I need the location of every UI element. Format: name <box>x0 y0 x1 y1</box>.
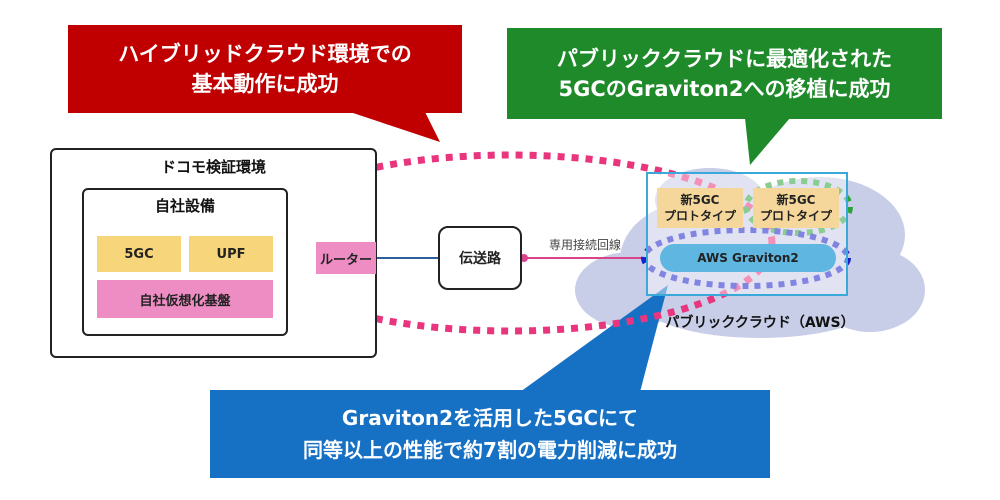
power-reduction-line2: 同等以上の性能で約7割の電力削減に成功 <box>303 438 677 462</box>
hybrid-cloud-dotted-outline <box>244 151 776 335</box>
new-5gc-prototype-1: 新5GC プロトタイプ <box>657 188 743 228</box>
graviton-port-line1: パブリッククラウドに最適化された <box>556 46 893 71</box>
upf-box: UPF <box>189 236 273 272</box>
proto2-line1: 新5GC <box>776 193 816 207</box>
green-callout-pointer <box>745 118 790 165</box>
hybrid-success-callout: ハイブリッドクラウド環境での 基本動作に成功 <box>68 25 462 113</box>
proto2-line2: プロトタイプ <box>759 209 832 223</box>
graviton-port-dotted-outline <box>743 178 853 236</box>
new-5gc-prototype-2: 新5GC プロトタイプ <box>753 188 839 228</box>
hybrid-success-line2: 基本動作に成功 <box>191 72 339 96</box>
transport-box: 伝送路 <box>438 226 522 290</box>
graviton-port-callout: パブリッククラウドに最適化された 5GCのGraviton2への移植に成功 <box>507 28 942 119</box>
fivegc-box: 5GC <box>97 236 181 272</box>
blue-callout-pointer <box>520 285 668 392</box>
proto1-line1: 新5GC <box>680 193 720 207</box>
power-reduction-callout: Graviton2を活用した5GCにて 同等以上の性能で約7割の電力削減に成功 <box>210 390 770 478</box>
red-callout-pointer <box>350 112 440 142</box>
aws-graviton2-box: AWS Graviton2 <box>660 244 836 272</box>
proto1-line2: プロトタイプ <box>663 209 736 223</box>
power-reduction-line1: Graviton2を活用した5GCにて <box>341 406 639 430</box>
dedicated-line-endpoint <box>520 254 528 262</box>
virtualization-platform-box: 自社仮想化基盤 <box>97 280 273 318</box>
onprem-title: 自社設備 <box>154 197 215 215</box>
power-reduction-dotted-outline <box>641 227 851 289</box>
router-box: ルーター <box>316 242 376 274</box>
graviton-port-line2: 5GCのGraviton2への移植に成功 <box>558 76 891 101</box>
dedicated-line-label: 専用接続回線 <box>548 238 621 252</box>
hybrid-success-line1: ハイブリッドクラウド環境での <box>118 42 412 66</box>
public-cloud-label: パブリッククラウド（AWS） <box>665 315 855 331</box>
docomo-title: ドコモ検証環境 <box>160 158 266 176</box>
